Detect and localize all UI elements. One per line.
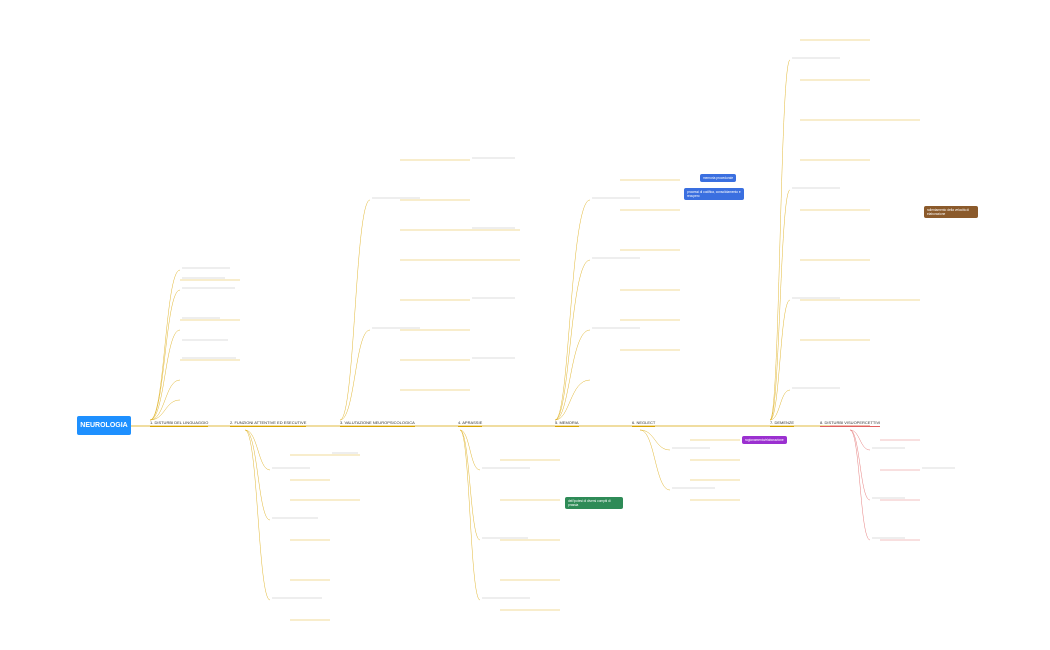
branch-label: 5. MEMORIA	[555, 420, 579, 425]
branch-6-lines	[639, 429, 740, 501]
branch-memoria[interactable]: 5. MEMORIA	[555, 420, 579, 427]
branch-5-lines	[554, 179, 680, 421]
callout-codifica-consolidamento: processi di codifica, consolidamento e r…	[684, 188, 744, 200]
branch-funzioni-attentive[interactable]: 2. FUNZIONI ATTENTIVE ED ESECUTIVE	[230, 420, 307, 427]
branch-7-lines	[769, 39, 920, 421]
branch-label: 4. APRASSIE	[458, 420, 483, 425]
branch-label: 7. DEMENZE	[770, 420, 795, 425]
branch-label: 1. DISTURBI DEL LINGUAGGIO	[150, 420, 209, 425]
branch-disturbi-visuopercettivi[interactable]: 8. DISTURBI VISUOPERCETTIVI	[820, 420, 881, 427]
callout-memoria-procedurale: memoria procedurale	[700, 174, 737, 182]
branch-1-lines	[149, 269, 240, 421]
root-node[interactable]: NEUROLOGIA	[77, 416, 131, 435]
callout-elaborazione: rallentamento della velocità di elaboraz…	[924, 206, 978, 218]
branch-3-lines	[339, 159, 520, 421]
branch-disturbi-linguaggio[interactable]: 1. DISTURBI DEL LINGUAGGIO	[150, 420, 209, 427]
callout-prassia: dell'ipotesi di diversi compiti di prass…	[565, 497, 623, 509]
branch-valutazione-neuropsicologica[interactable]: 3. VALUTAZIONE NEUROPSICOLOGICA	[340, 420, 415, 427]
branch-8-lines	[849, 429, 920, 541]
branch-label: 2. FUNZIONI ATTENTIVE ED ESECUTIVE	[230, 420, 307, 425]
branch-2-lines	[244, 429, 360, 621]
branch-4-lines	[459, 429, 560, 611]
branch-aprassie[interactable]: 4. APRASSIE	[458, 420, 483, 427]
branch-label: 6. NEGLECT	[632, 420, 656, 425]
branch-label: 8. DISTURBI VISUOPERCETTIVI	[820, 420, 881, 425]
leaf-text-placeholders	[182, 57, 955, 599]
branch-label: 3. VALUTAZIONE NEUROPSICOLOGICA	[340, 420, 415, 425]
callout-ragionamento: ragionamento/elaborazione	[742, 436, 787, 444]
branch-neglect[interactable]: 6. NEGLECT	[632, 420, 656, 427]
branch-demenze[interactable]: 7. DEMENZE	[770, 420, 795, 427]
